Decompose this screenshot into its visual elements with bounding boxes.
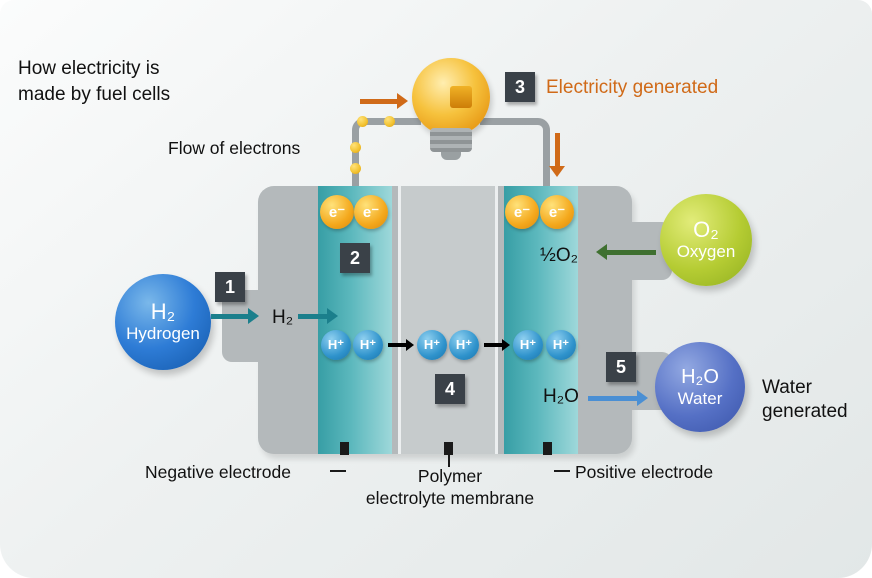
positive-electrode-lead-line [554, 470, 570, 472]
positive-electrode-tick [543, 442, 552, 455]
electron-particle: e⁻ [505, 195, 539, 229]
proton-particle: H⁺ [513, 330, 543, 360]
positive-electrode [504, 186, 578, 454]
step-badge-5: 5 [606, 352, 636, 382]
proton-flow-arrow [388, 337, 414, 353]
electron-particle: e⁻ [320, 195, 354, 229]
water-generated-label-line2: generated [762, 401, 848, 422]
title-line-2: made by fuel cells [18, 84, 171, 105]
electron-dot-icon [350, 163, 361, 174]
electron-flow-arrow-to-bulb [360, 92, 408, 110]
step-badge-2: 2 [340, 243, 370, 273]
electron-dot-icon [357, 116, 368, 127]
hydrogen-to-electrode-arrow [298, 306, 338, 326]
negative-electrode-lead-line [330, 470, 346, 472]
electron-flow-arrow-down [548, 133, 566, 177]
h2-inlet-label: H₂ [272, 307, 294, 328]
oxygen-molecule: O₂ Oxygen [660, 194, 752, 286]
h2o-outlet-label: H₂O [543, 386, 579, 407]
proton-particle: H⁺ [321, 330, 351, 360]
water-generated-label-line1: Water [762, 377, 812, 398]
water-name: Water [677, 389, 723, 408]
water-out-arrow [588, 389, 648, 407]
electron-particle: e⁻ [540, 195, 574, 229]
step-badge-4: 4 [435, 374, 465, 404]
oxygen-formula: O₂ [693, 217, 719, 242]
proton-flow-arrow [484, 337, 510, 353]
water-molecule: H₂O Water [655, 342, 745, 432]
electron-dot-icon [384, 116, 395, 127]
membrane-label-line1: Polymer [417, 466, 483, 486]
flow-of-electrons-label: Flow of electrons [168, 138, 301, 158]
proton-particle: H⁺ [546, 330, 576, 360]
positive-electrode-label: Positive electrode [575, 462, 714, 482]
negative-electrode-label: Negative electrode [145, 462, 291, 482]
proton-particle: H⁺ [417, 330, 447, 360]
page-title: How electricity is made by fuel cells [18, 56, 170, 108]
step-badge-3: 3 [505, 72, 535, 102]
membrane-lead-line [448, 455, 450, 467]
oxygen-in-arrow [596, 243, 656, 261]
electron-dot-icon [350, 142, 361, 153]
membrane-label-line2: electrolyte membrane [365, 488, 535, 508]
step-badge-1: 1 [215, 272, 245, 302]
water-formula: H₂O [681, 366, 719, 388]
circuit-wire-right [480, 118, 550, 197]
hydrogen-name: Hydrogen [126, 324, 200, 343]
electron-particle: e⁻ [354, 195, 388, 229]
proton-particle: H⁺ [449, 330, 479, 360]
negative-electrode-tick [340, 442, 349, 455]
polymer-electrolyte-membrane [398, 186, 498, 454]
hydrogen-formula: H₂ [150, 299, 176, 324]
hydrogen-molecule: H₂ Hydrogen [115, 274, 211, 370]
electricity-generated-label: Electricity generated [546, 77, 719, 98]
bulb-filament-icon [450, 86, 472, 108]
hydrogen-inlet-tab [222, 290, 262, 362]
oxygen-name: Oxygen [676, 242, 736, 261]
membrane-tick [444, 442, 453, 455]
bulb-base-icon [430, 128, 472, 152]
hydrogen-in-arrow [211, 306, 259, 326]
bulb-nub-icon [441, 152, 461, 160]
half-o2-label: ½O₂ [540, 245, 578, 266]
proton-particle: H⁺ [353, 330, 383, 360]
title-line-1: How electricity is [18, 58, 160, 79]
